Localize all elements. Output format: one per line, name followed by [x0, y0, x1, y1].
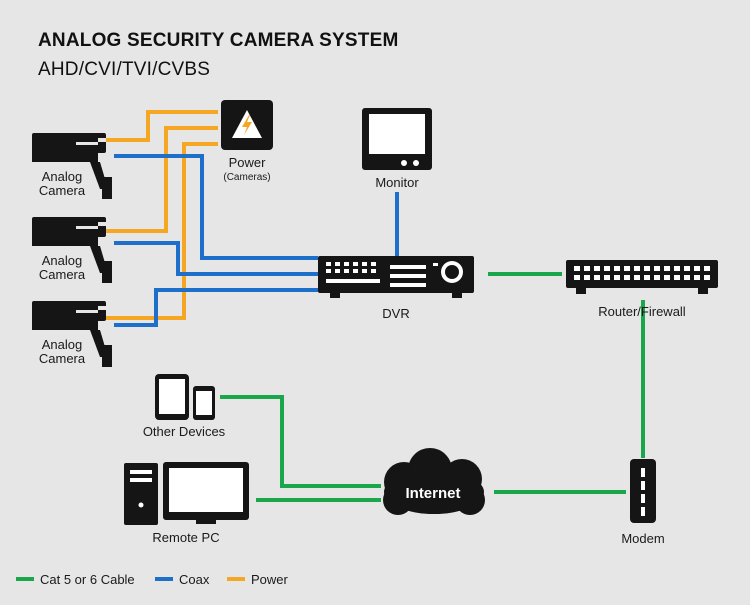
internet-label: Internet [405, 485, 460, 502]
router-port [594, 275, 600, 280]
router-port [574, 266, 580, 271]
router-port [694, 266, 700, 271]
power-supply: Power (Cameras) [221, 100, 273, 183]
dvr: DVR [318, 256, 474, 321]
dvr-button [353, 262, 358, 266]
monitor-icon [362, 108, 432, 170]
legend-label: Coax [179, 572, 210, 587]
legend-item-cat: Cat 5 or 6 Cable [16, 572, 135, 587]
dvr-icon [318, 256, 474, 298]
modem-icon [630, 459, 656, 523]
power-sublabel: (Cameras) [223, 172, 270, 183]
diagram-title: ANALOG SECURITY CAMERA SYSTEM [38, 30, 399, 51]
modem-label: Modem [621, 531, 664, 546]
router-port [704, 266, 710, 271]
cat-internet-otherdevices [220, 395, 381, 488]
router-port [654, 266, 660, 271]
router-port [614, 266, 620, 271]
coax-wire-camera-3 [114, 288, 318, 327]
router: Router/Firewall [566, 260, 718, 319]
camera-icon [32, 217, 112, 283]
dvr-button [371, 262, 376, 266]
router-port [614, 275, 620, 280]
dvr-button [371, 269, 376, 273]
router-port [674, 275, 680, 280]
power-wire-camera-2 [106, 126, 218, 233]
monitor-label: Monitor [375, 175, 419, 190]
router-port [694, 275, 700, 280]
power-label: Power [229, 155, 267, 170]
router-port [574, 275, 580, 280]
router-port [604, 275, 610, 280]
modem: Modem [621, 459, 665, 546]
dvr-button [326, 269, 331, 273]
router-port [624, 266, 630, 271]
dvr-label: DVR [382, 306, 409, 321]
legend: Cat 5 or 6 Cable Coax Power [16, 572, 289, 587]
dvr-button [353, 269, 358, 273]
remote-pc-label: Remote PC [152, 530, 219, 545]
legend-label: Cat 5 or 6 Cable [40, 572, 135, 587]
router-port [654, 275, 660, 280]
router-port [704, 275, 710, 280]
dvr-button [344, 269, 349, 273]
router-port [634, 266, 640, 271]
power-wires [106, 110, 218, 320]
desktop-pc-icon [124, 462, 249, 525]
dvr-button [362, 269, 367, 273]
router-label: Router/Firewall [598, 304, 686, 319]
internet: Internet [383, 448, 485, 515]
router-port [594, 266, 600, 271]
router-port [624, 275, 630, 280]
router-icon [566, 260, 718, 294]
monitor: Monitor [362, 108, 432, 190]
legend-item-coax: Coax [155, 572, 210, 587]
router-port [684, 275, 690, 280]
coax-wire-camera-2 [114, 241, 318, 276]
router-port [664, 275, 670, 280]
dvr-button [344, 262, 349, 266]
router-port [664, 266, 670, 271]
router-port [674, 266, 680, 271]
tablet-icon [155, 374, 189, 420]
router-port [684, 266, 690, 271]
dvr-button [335, 262, 340, 266]
phone-icon [193, 386, 215, 420]
power-wire-camera-1 [106, 110, 218, 142]
coax-wire-camera-1 [114, 154, 318, 260]
router-port [644, 266, 650, 271]
remote-pc: Remote PC [124, 462, 249, 545]
cat-cables [220, 272, 645, 502]
router-port [584, 275, 590, 280]
cloud-icon [383, 448, 485, 515]
dvr-button [326, 262, 331, 266]
router-port [604, 266, 610, 271]
legend-item-power: Power [227, 572, 289, 587]
router-port [644, 275, 650, 280]
dvr-button [335, 269, 340, 273]
other-devices: Other Devices [143, 374, 226, 439]
camera-icon [32, 301, 112, 367]
power-wire-camera-3 [106, 142, 218, 320]
dvr-button [362, 262, 367, 266]
other-devices-label: Other Devices [143, 424, 226, 439]
camera-icon [32, 133, 112, 199]
legend-label: Power [251, 572, 289, 587]
router-port [634, 275, 640, 280]
coax-wires [114, 154, 399, 327]
diagram-subtitle: AHD/CVI/TVI/CVBS [38, 59, 211, 80]
router-port [584, 266, 590, 271]
